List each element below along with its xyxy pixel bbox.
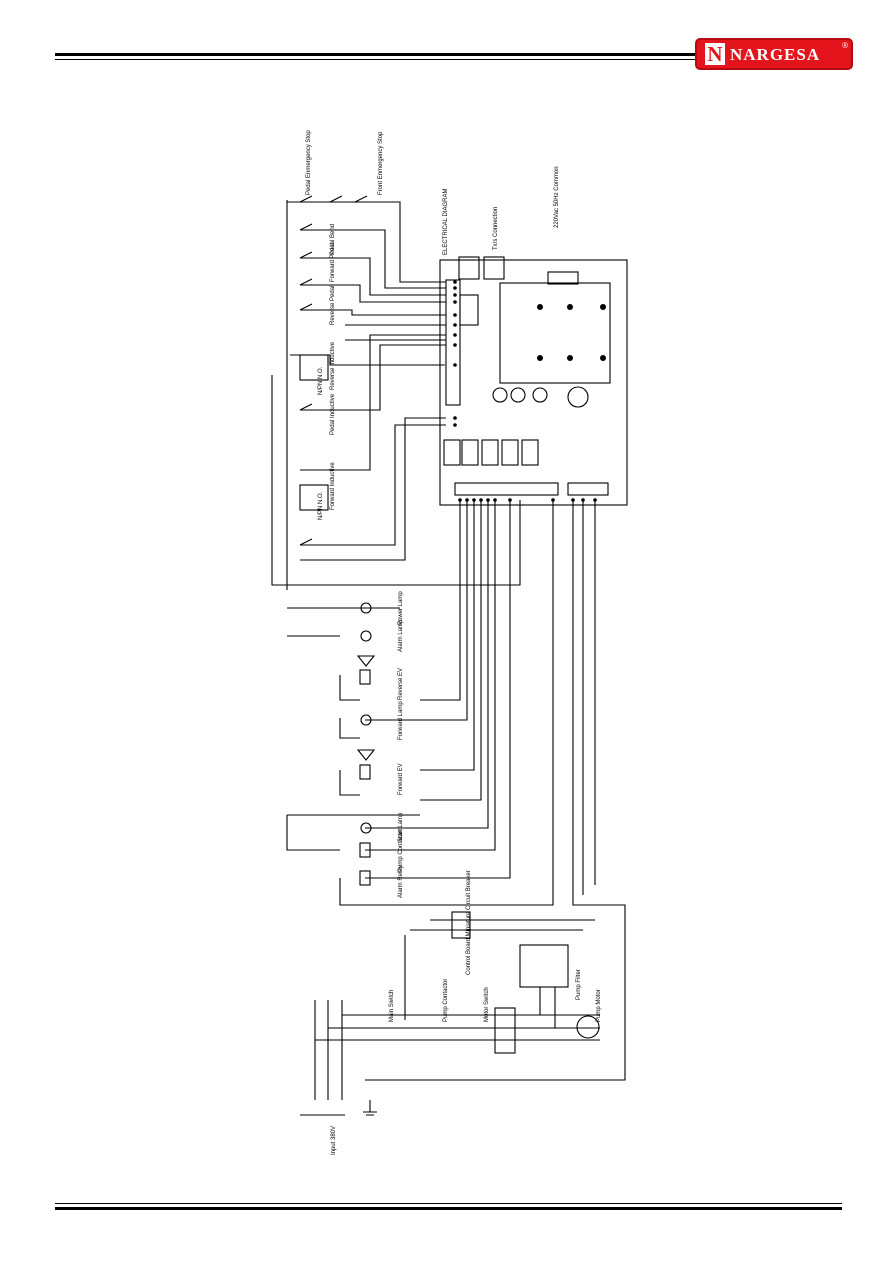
board-relay-5 bbox=[521, 439, 539, 466]
label-out-2: Alarm Lamp bbox=[398, 619, 404, 652]
label-out-8: Alarm Relay bbox=[398, 865, 404, 898]
board-relay-2 bbox=[461, 439, 479, 466]
footer-rule-thin bbox=[55, 1203, 842, 1204]
label-ctrl-1: Reverse Inductive bbox=[330, 341, 336, 390]
label-pwr-3: Pump Contactor bbox=[443, 979, 449, 1022]
alarm-lamp bbox=[360, 630, 372, 642]
footer-rule-thick bbox=[55, 1207, 842, 1210]
header-rule-thick bbox=[55, 53, 842, 56]
board-comm-port-1 bbox=[458, 256, 480, 280]
board-capacitor-4 bbox=[532, 387, 548, 403]
label-out-3: Reverse EV bbox=[398, 668, 404, 700]
nargesa-logo: N NARGESA ® bbox=[695, 38, 853, 70]
control-board bbox=[439, 259, 628, 506]
logo-name: NARGESA bbox=[730, 45, 821, 64]
board-connector-left bbox=[445, 279, 461, 406]
reverse-ev-coil bbox=[359, 669, 371, 685]
motor-switch-block bbox=[494, 1007, 516, 1054]
board-relay-3 bbox=[481, 439, 499, 466]
pump-motor bbox=[576, 1015, 600, 1039]
label-board-title: ELECTRICAL DIAGRAM bbox=[443, 189, 449, 255]
logo-initial: N bbox=[705, 43, 725, 65]
label-ctrl-2: N/PN N.O. bbox=[318, 366, 324, 395]
label-top-4: Forward Pedal bbox=[330, 243, 336, 282]
board-terminal-220 bbox=[547, 271, 579, 285]
board-connector-bottom bbox=[454, 482, 559, 496]
label-pwr-1: Control Board Miniature Circuit Breaker bbox=[466, 870, 472, 975]
label-out-4: Forward Lamp bbox=[398, 701, 404, 740]
label-pwr-5: Pump Filter bbox=[576, 969, 582, 1000]
label-out-5: Forward EV bbox=[398, 763, 404, 795]
reverse-inductive-sensor bbox=[299, 354, 329, 381]
label-pwr-4: Motor Switch bbox=[484, 987, 490, 1022]
board-comm-port-2 bbox=[483, 256, 505, 280]
start-lamp bbox=[360, 822, 372, 834]
label-board-2: 220Vac 50Hz Common bbox=[554, 166, 560, 228]
pump-contactor-coil bbox=[359, 842, 371, 858]
label-pwr-6: Pump Motor bbox=[596, 989, 602, 1022]
board-connector-right bbox=[567, 482, 609, 496]
control-bus-left bbox=[271, 375, 521, 586]
label-top-5: Reverse Pedal bbox=[330, 286, 336, 325]
forward-ev-coil bbox=[359, 764, 371, 780]
label-ctrl-4: N/PN N.O. bbox=[318, 491, 324, 520]
label-ctrl-3: Forward Inductive bbox=[330, 462, 336, 510]
pump-filter-box bbox=[519, 944, 569, 988]
board-capacitor-3 bbox=[510, 387, 526, 403]
forward-inductive-sensor bbox=[299, 484, 329, 511]
header-rule-thin bbox=[55, 59, 842, 60]
board-relay-4 bbox=[501, 439, 519, 466]
label-pwr-7: Input 380V bbox=[331, 1126, 337, 1155]
power-lamp bbox=[360, 602, 372, 614]
board-transformer bbox=[499, 282, 611, 384]
control-breaker bbox=[451, 911, 471, 939]
label-out-6: Start Lamp bbox=[398, 812, 404, 842]
alarm-relay-coil bbox=[359, 870, 371, 886]
board-relay-1 bbox=[443, 439, 461, 466]
label-top-2: Front Enmergency Stop bbox=[378, 131, 384, 195]
logo-registered-mark: ® bbox=[842, 41, 848, 50]
label-board-1: Tx/s Connection bbox=[493, 207, 499, 250]
board-capacitor-2 bbox=[492, 387, 508, 403]
label-top-1: Pedal Enmergency Stop bbox=[306, 130, 312, 195]
forward-lamp bbox=[360, 714, 372, 726]
label-out-1: Power Lamp bbox=[398, 591, 404, 625]
board-capacitor-1 bbox=[567, 386, 589, 408]
label-out-7: Pump Contactor bbox=[398, 829, 404, 872]
power-bus-to-board bbox=[365, 500, 626, 1081]
label-pwr-2: Main Switch bbox=[389, 990, 395, 1022]
board-ic bbox=[459, 294, 479, 326]
label-ctrl-5: Pedal Inductive bbox=[330, 393, 336, 435]
label-top-3: Pedal Bend bbox=[330, 224, 336, 255]
